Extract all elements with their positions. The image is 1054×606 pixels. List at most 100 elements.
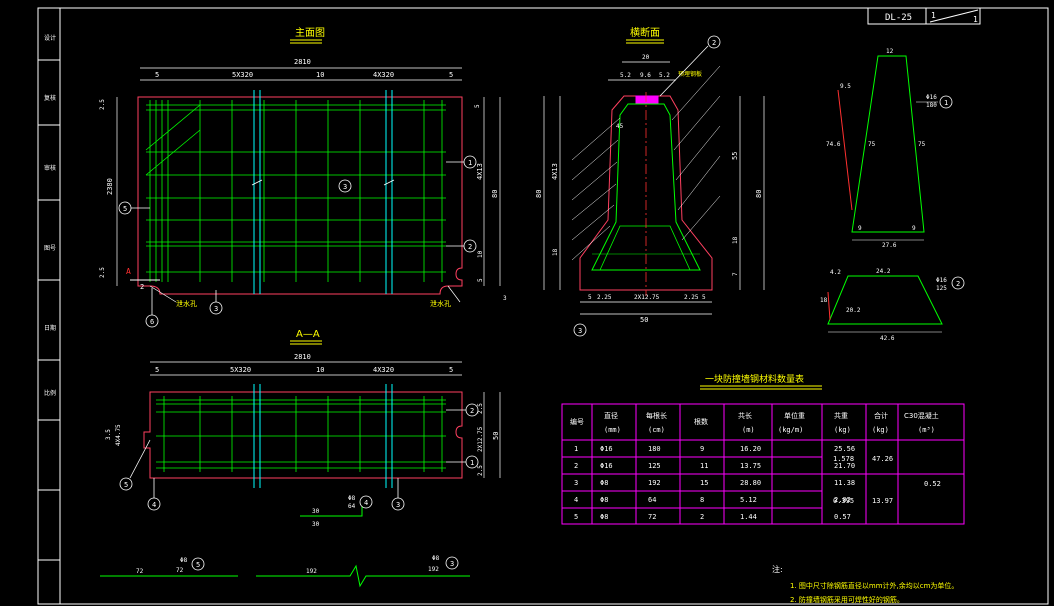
bar5-l: 72 [176, 567, 184, 574]
bar1-len: 180 [926, 102, 937, 109]
table-title: 一块防撞墙钢材料数量表 [705, 373, 804, 385]
title-strip-3: 审核 [44, 164, 56, 172]
th-concrete-unit: (m³) [918, 426, 935, 434]
bar2-top: 24.2 [876, 268, 891, 275]
section-dim-h5: 18 [732, 236, 739, 244]
aa-dim-left2: 4X4.75 [115, 424, 122, 446]
drawing-code: DL-25 [885, 13, 912, 23]
bar2-len: 125 [936, 285, 947, 292]
bar1-height: 74.6 [826, 141, 841, 148]
table-cell: 8 [700, 496, 704, 504]
table-cell: 1.44 [740, 513, 757, 521]
section-dim-base: 50 [640, 316, 648, 324]
th-no: 编号 [570, 417, 584, 426]
section-outline [579, 95, 713, 291]
table-cell: 1 [574, 445, 578, 453]
aa-dim-left1: 3.5 [105, 429, 112, 440]
table-cell: 64 [648, 496, 656, 504]
section-dim-h1: 80 [535, 190, 543, 198]
table-cell: Φ16 [600, 462, 613, 470]
table-cell: Φ16 [600, 445, 613, 453]
bar1-b1: 9 [858, 225, 862, 232]
callout-1-aa: 1 [470, 459, 474, 467]
callout-3-front: 3 [343, 183, 347, 191]
callout-3b-front: 3 [214, 305, 218, 313]
front-dim-2: 2 [140, 283, 144, 291]
bar1-b2: 9 [912, 225, 916, 232]
th-total-wt: 共重 [834, 411, 848, 420]
front-dim-height: 2380 [106, 178, 114, 195]
sheet-border [37, 7, 1049, 605]
bar-1-shape: 12 9.5 74.6 75 75 9 9 27.6 Φ16 180 1 [826, 48, 953, 249]
front-view: 主面图 2810 5 5X320 10 4X320 5 [99, 27, 507, 328]
th-dia: 直径 [604, 411, 618, 420]
table-cell: 125 [648, 462, 661, 470]
bar1-left: 9.5 [840, 83, 851, 90]
aa-dim-left: 5 [155, 366, 159, 374]
th-total-len-unit: (m) [742, 426, 755, 434]
section-dim-b1: 5 [588, 294, 592, 301]
front-dim-mid: 10 [316, 71, 324, 79]
th-unit-wt: 单位重 [784, 411, 805, 420]
table-cell: 5.12 [740, 496, 757, 504]
aa-view-title: A—A [296, 329, 320, 340]
section-dim-h3: 18 [552, 248, 559, 256]
bar1-base: 27.6 [882, 242, 897, 249]
front-dim-3: 3 [503, 295, 507, 302]
callout-4-small: 4 [364, 499, 368, 507]
bar4-l: 64 [348, 503, 356, 510]
front-view-title: 主面图 [295, 27, 325, 39]
concrete-volume: 0.52 [924, 480, 941, 488]
front-dim-5a: 5 [474, 104, 481, 108]
section-dim-h2: 4X13 [551, 163, 559, 180]
callout-1-bar: 1 [944, 99, 948, 107]
small-bars: 30 30 Φ8 64 4 72 Φ8 72 5 192 Φ8 192 3 [100, 495, 470, 588]
callout-2-section: 2 [712, 39, 716, 47]
callout-5-front: 5 [123, 205, 127, 213]
bar-2-shape: 24.2 4.2 18 20.2 42.6 Φ16 125 2 [820, 268, 965, 342]
bar4-len: 30 [312, 508, 320, 515]
callout-1-front: 1 [468, 159, 472, 167]
th-each-len-unit: (cm) [648, 426, 665, 434]
title-strip-5: 日期 [44, 324, 56, 332]
table-cell: 192 [648, 479, 661, 487]
aa-dim-span1: 5X320 [230, 366, 251, 374]
bar2-left: 4.2 [830, 269, 841, 276]
aa-dim-right: 5 [449, 366, 453, 374]
bar3-len: 192 [306, 568, 317, 575]
section-dim-b2: 2.25 [597, 294, 612, 301]
table-cell: 3 [574, 479, 578, 487]
table-cell: 0.57 [834, 513, 851, 521]
table-cell: 21.70 [834, 462, 855, 470]
th-each-len: 每根长 [646, 411, 667, 420]
front-dim-4x13: 4X13 [476, 163, 484, 180]
section-view-title: 横断面 [630, 26, 660, 39]
th-count: 根数 [694, 417, 708, 426]
sheet-no: 1 [931, 11, 936, 20]
callout-4-aa: 4 [152, 501, 156, 509]
aa-view: A—A 2810 5 5X320 10 4X320 5 [105, 329, 501, 511]
th-total-wt-unit: (kg) [834, 426, 851, 434]
table-cell: 4 [574, 496, 578, 504]
top-right-title-block: DL-25 1 1 [867, 7, 981, 25]
section-dim-h7: 7 [732, 272, 739, 276]
front-outline [137, 96, 463, 295]
th-dia-unit: (mm) [604, 426, 621, 434]
th-sum: 合计 [874, 411, 888, 420]
front-section-label-a: A [126, 267, 131, 276]
aa-dim-span2: 4X320 [373, 366, 394, 374]
drain-hole-label-left: 泄水孔 [176, 299, 197, 308]
table-cell: 15 [700, 479, 708, 487]
aa-dim-right3: 2.5 [477, 465, 484, 476]
front-dim-a: 2.5 [99, 267, 106, 278]
section-dim-b5: 5 [702, 294, 706, 301]
unit-wt-a: 1.578 [833, 455, 854, 463]
bar2-base: 42.6 [880, 335, 895, 342]
table-cell: Φ8 [600, 496, 608, 504]
callout-3-small: 3 [450, 560, 454, 568]
bar2-side: 20.2 [846, 307, 861, 314]
table-cell: 11.38 [834, 479, 855, 487]
bar5-dia: Φ8 [180, 557, 188, 564]
